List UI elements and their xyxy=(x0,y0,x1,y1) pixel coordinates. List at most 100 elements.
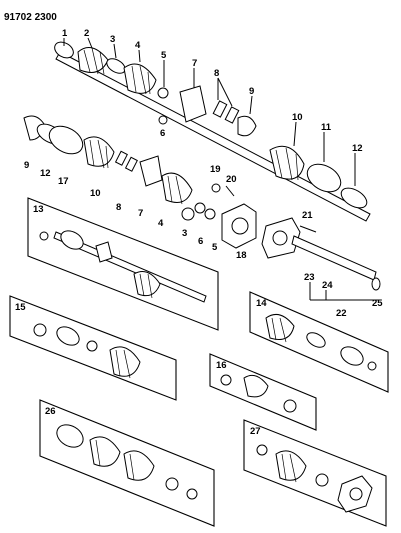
kit-14-ring xyxy=(367,361,377,371)
hub-callouts: 21 23 24 22 25 xyxy=(302,210,383,319)
clamp-3-lower xyxy=(181,207,195,221)
kit-26-label: 26 xyxy=(45,406,56,417)
callout-8: 8 xyxy=(214,68,219,79)
snap-ring-5 xyxy=(157,87,169,99)
callout-23: 23 xyxy=(304,272,315,283)
callout-4-lower: 4 xyxy=(158,218,164,229)
callout-18: 18 xyxy=(236,250,247,261)
flange-bore xyxy=(272,230,288,246)
kit-15-label: 15 xyxy=(15,302,26,313)
callout-5: 5 xyxy=(161,50,167,61)
callout-6-lower: 6 xyxy=(198,236,203,247)
callout-3: 3 xyxy=(110,34,115,45)
snap-ring-5-lower xyxy=(204,208,216,220)
hub-shaft-assembly xyxy=(261,217,381,291)
kit-15-panel: 15 xyxy=(9,295,177,401)
kit-27-panel: 27 xyxy=(243,419,387,527)
boot-clamp-9 xyxy=(237,115,257,137)
kit-16-label: 16 xyxy=(216,360,227,371)
kit-26-boot-a xyxy=(89,436,121,467)
kit-14-clamp xyxy=(306,332,326,348)
callout-10: 10 xyxy=(292,112,303,123)
dust-seal-12 xyxy=(340,187,368,209)
washer-6-lower xyxy=(194,202,206,214)
kit-14-label: 14 xyxy=(256,298,267,309)
bolt-21 xyxy=(299,225,317,233)
kit-15-clamp xyxy=(56,326,80,346)
joint-17 xyxy=(48,125,84,155)
lower-callouts: 9 12 17 10 8 7 4 3 6 5 18 19 20 xyxy=(24,160,247,261)
callout-25: 25 xyxy=(372,298,383,309)
callout-1: 1 xyxy=(62,28,68,39)
callout-8-lower: 8 xyxy=(116,202,121,213)
callout-7: 7 xyxy=(192,58,197,69)
callout-10-lower: 10 xyxy=(90,188,101,199)
kit-16-clamp xyxy=(283,399,297,413)
callout-22: 22 xyxy=(336,308,347,319)
callout-5-lower: 5 xyxy=(212,242,218,253)
boot-clamp-upper xyxy=(106,58,126,74)
callout-17: 17 xyxy=(58,176,69,187)
callout-24: 24 xyxy=(322,280,333,291)
kit-13-label: 13 xyxy=(33,204,44,215)
kit-15-ring xyxy=(33,323,47,337)
kit-13-shaft xyxy=(53,231,207,303)
kit-13-joint xyxy=(60,230,84,250)
outer-joint xyxy=(306,163,342,193)
dynamic-damper xyxy=(179,85,207,123)
callout-21: 21 xyxy=(302,210,313,221)
washer-6 xyxy=(158,115,168,125)
kit-15-washer xyxy=(86,340,98,352)
kit-14-boot xyxy=(265,313,295,340)
callout-9-lower: 9 xyxy=(24,160,29,171)
kit-26-panel: 26 xyxy=(39,399,215,527)
callout-12: 12 xyxy=(352,143,363,154)
hub-bore xyxy=(231,217,249,235)
callout-20: 20 xyxy=(226,174,237,185)
callout-4: 4 xyxy=(135,40,141,51)
boot-10-lower xyxy=(83,136,115,167)
damper-7-lower xyxy=(139,155,163,187)
kit-26-joint xyxy=(56,424,84,448)
kit-14-panel: 14 xyxy=(249,291,389,393)
boot-4-lower xyxy=(161,172,193,203)
nut-19 xyxy=(211,183,221,193)
band-8a-lower xyxy=(114,150,128,166)
upper-callouts: 1 2 3 4 5 6 7 8 9 10 11 12 xyxy=(62,28,363,186)
upper-shaft-assembly xyxy=(54,41,371,222)
kit-13-panel: 13 xyxy=(27,197,219,331)
band-8b-lower xyxy=(124,156,138,172)
callout-2: 2 xyxy=(84,28,89,39)
callout-9: 9 xyxy=(249,86,254,97)
kit-27-boot xyxy=(275,450,307,481)
kit-26-ring xyxy=(186,488,198,500)
document-number: 91702 2300 xyxy=(4,12,57,23)
damper-band-a xyxy=(212,100,228,118)
callout-3-lower: 3 xyxy=(182,228,187,239)
callout-6: 6 xyxy=(160,128,165,139)
callout-11: 11 xyxy=(321,122,332,133)
kit-16-ring xyxy=(220,374,232,386)
lower-shaft-assembly xyxy=(23,115,257,249)
outer-boot-upper xyxy=(123,63,157,94)
kit-27-hub-bore xyxy=(349,487,363,501)
kit-26-clamp xyxy=(165,477,179,491)
kit-27-ring xyxy=(256,444,268,456)
callout-7-lower: 7 xyxy=(138,208,143,219)
kit-13-clip xyxy=(39,231,49,241)
damper-band-b xyxy=(224,106,240,124)
kit-26-boot-b xyxy=(123,450,155,481)
kit-16-panel: 16 xyxy=(209,353,317,431)
kit-16-boot xyxy=(243,374,269,398)
nut-25 xyxy=(371,277,381,291)
kit-13-damper xyxy=(95,241,113,263)
pin-20 xyxy=(225,185,235,197)
kit-27-frame xyxy=(243,419,387,527)
inner-joint-cap xyxy=(54,41,74,59)
outer-boot xyxy=(269,145,305,180)
upper-axle-shaft xyxy=(55,51,371,222)
callout-12-lower: 12 xyxy=(40,168,51,179)
callout-19: 19 xyxy=(210,164,221,175)
